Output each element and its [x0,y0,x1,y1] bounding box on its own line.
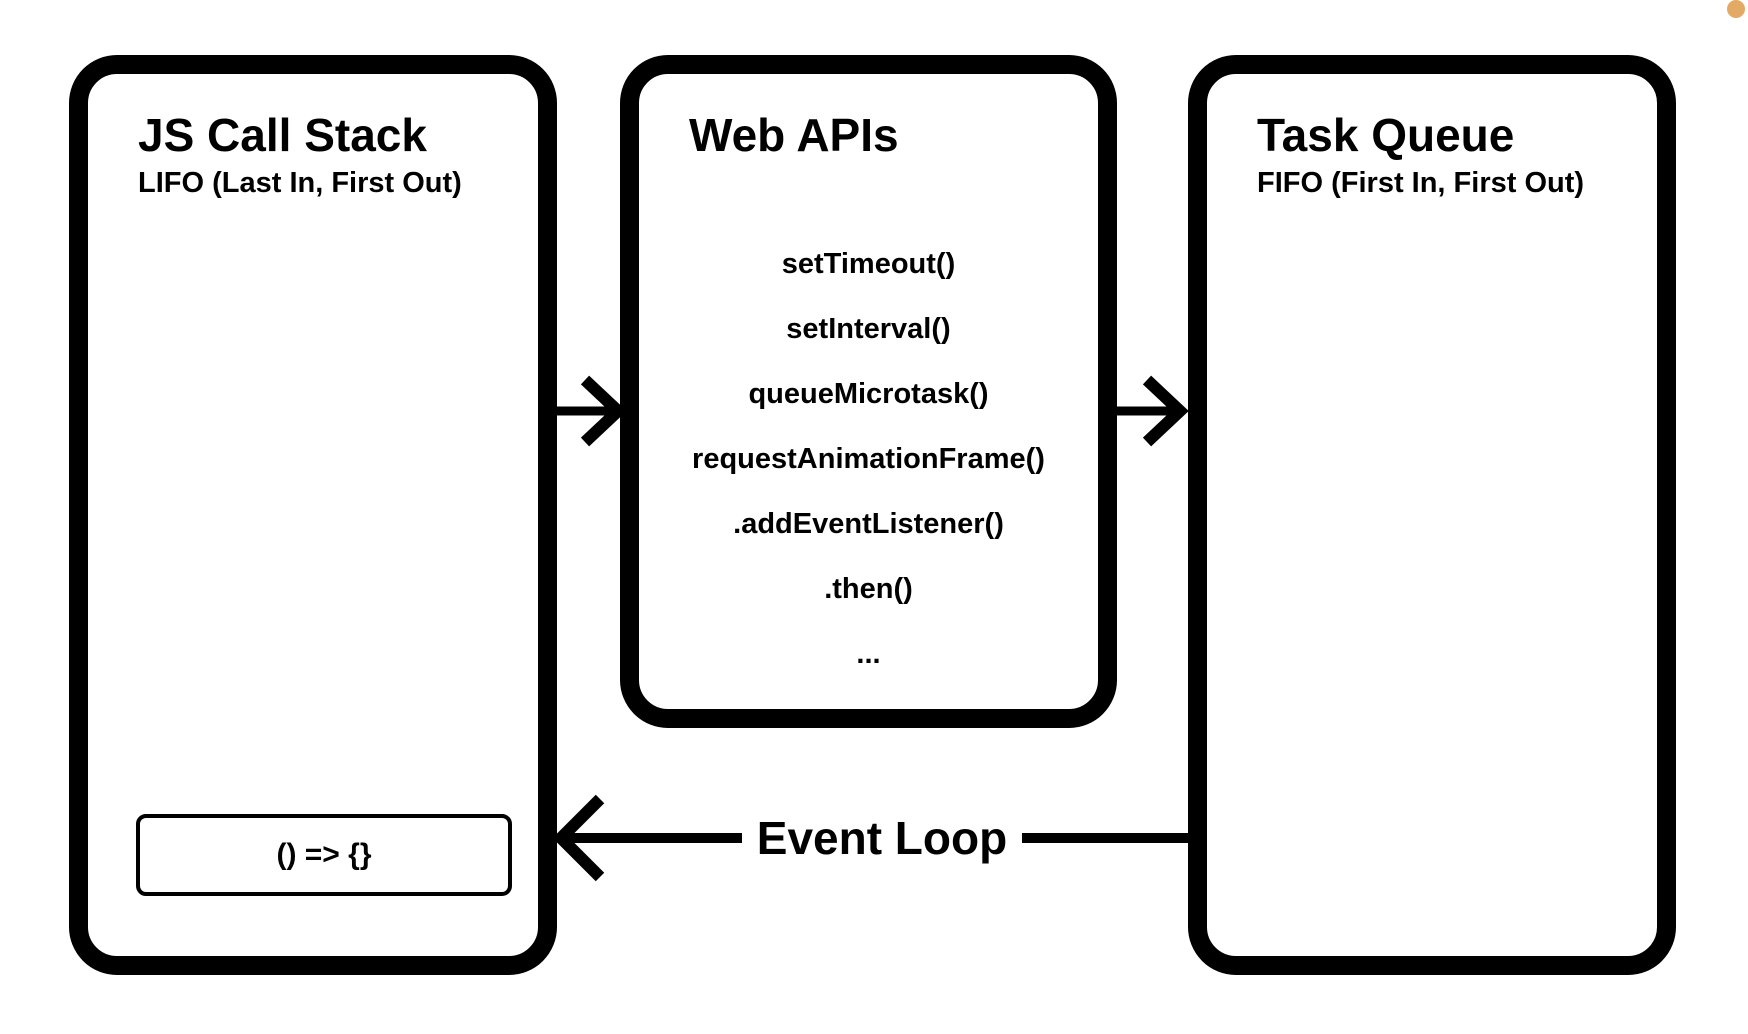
web-apis-header: Web APIs [689,110,899,161]
web-apis-list: setTimeout() setInterval() queueMicrotas… [639,232,1098,687]
stack-to-webapis-arrow-icon [552,375,627,447]
list-item: .then() [824,573,913,605]
list-item: queueMicrotask() [748,378,989,410]
task-queue-box: Task Queue FIFO (First In, First Out) [1188,55,1676,975]
list-item: requestAnimationFrame() [692,443,1045,475]
task-queue-title: Task Queue [1257,109,1515,161]
web-apis-title: Web APIs [689,109,899,161]
task-queue-header: Task Queue FIFO (First In, First Out) [1257,110,1584,200]
list-item: .addEventListener() [733,508,1004,540]
js-call-stack-box: JS Call Stack LIFO (Last In, First Out) … [69,55,557,975]
web-apis-box: Web APIs setTimeout() setInterval() queu… [620,55,1117,728]
js-call-stack-header: JS Call Stack LIFO (Last In, First Out) [138,110,462,200]
event-loop-label: Event Loop [756,812,1008,864]
js-call-stack-subtitle: LIFO (Last In, First Out) [138,166,462,199]
webapis-to-queue-arrow-icon [1113,375,1189,447]
list-item: setTimeout() [781,248,956,280]
accent-dot [1727,0,1745,18]
call-stack-frame: () => {} [136,814,512,896]
task-queue-subtitle: FIFO (First In, First Out) [1257,166,1585,199]
list-item: ... [856,638,881,670]
js-call-stack-title: JS Call Stack [138,109,427,161]
list-item: setInterval() [786,313,951,345]
